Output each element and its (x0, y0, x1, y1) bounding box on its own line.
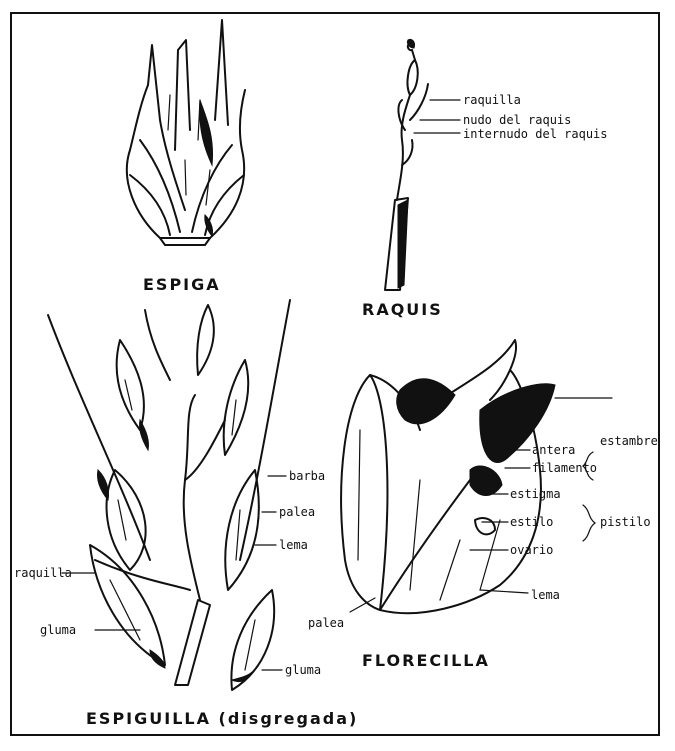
espiguilla-drawing (48, 300, 290, 690)
label-palea-florecilla: palea (308, 617, 344, 629)
label-pistilo: pistilo (600, 516, 651, 528)
florecilla-drawing (341, 340, 612, 613)
label-palea-espiguilla: palea (279, 506, 315, 518)
title-espiguilla: ESPIGUILLA (disgregada) (86, 711, 358, 727)
label-gluma-left: gluma (40, 624, 76, 636)
label-estigma: estigma (510, 488, 561, 500)
raquis-drawing (385, 39, 428, 290)
title-espiga: ESPIGA (143, 277, 221, 293)
label-gluma-right: gluma (285, 664, 321, 676)
title-florecilla: FLORECILLA (362, 653, 490, 669)
label-ovario: ovario (510, 544, 553, 556)
espiga-drawing (127, 20, 245, 245)
label-antera: antera (532, 444, 575, 456)
label-internudo-del-raquis: internudo del raquis (463, 128, 608, 140)
label-nudo-del-raquis: nudo del raquis (463, 114, 571, 126)
label-lema-florecilla: lema (531, 589, 560, 601)
label-barba: barba (289, 470, 325, 482)
label-filamento: filamento (532, 462, 597, 474)
label-estilo: estilo (510, 516, 553, 528)
label-lema-espiguilla: lema (279, 539, 308, 551)
title-raquis: RAQUIS (362, 302, 443, 318)
label-raquilla-espiguilla: raquilla (14, 567, 72, 579)
label-estambre: estambre (600, 435, 658, 447)
label-raquilla-raquis: raquilla (463, 94, 521, 106)
